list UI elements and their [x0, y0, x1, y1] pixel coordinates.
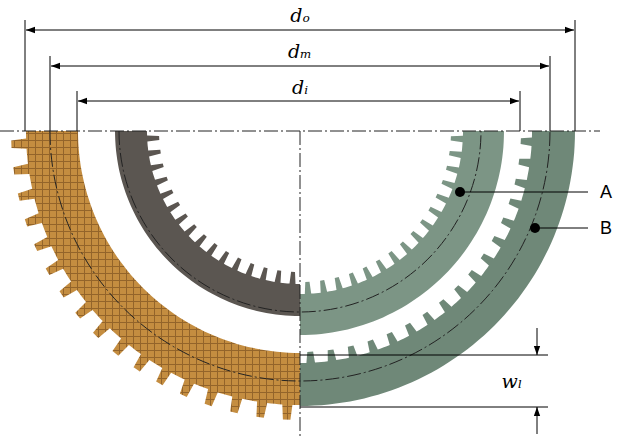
dimension-label: wₗ [502, 372, 523, 391]
extension-line [575, 20, 576, 131]
dimension-label: dₒ [290, 6, 309, 25]
friction-disc [11, 131, 300, 420]
callout-letter: A [600, 183, 612, 201]
extension-line [520, 91, 521, 131]
extension-line [50, 56, 51, 131]
center-line [300, 131, 301, 437]
leader-dot [530, 223, 540, 233]
inner-steel-disc [115, 131, 300, 316]
extension-line [550, 56, 551, 131]
steel-disc-b [300, 131, 575, 406]
dimension-line [51, 66, 549, 67]
extension-line [25, 20, 26, 131]
extension-line [300, 407, 548, 408]
dimension-line [78, 101, 519, 102]
inner-disc-mean-circle [119, 131, 481, 312]
dimension-label: dₘ [288, 42, 312, 61]
leader-line [460, 192, 588, 193]
callout-letter: B [600, 219, 612, 237]
dimension-line [537, 328, 538, 355]
dimension-label: dᵢ [292, 78, 308, 97]
leader-line [535, 228, 588, 229]
leader-dot [455, 187, 465, 197]
steel-disc-a [300, 131, 504, 335]
dimension-line [26, 30, 574, 31]
extension-line [77, 91, 78, 131]
extension-line [300, 355, 548, 356]
dimension-line [537, 407, 538, 434]
mean-diameter-circle [50, 131, 550, 381]
